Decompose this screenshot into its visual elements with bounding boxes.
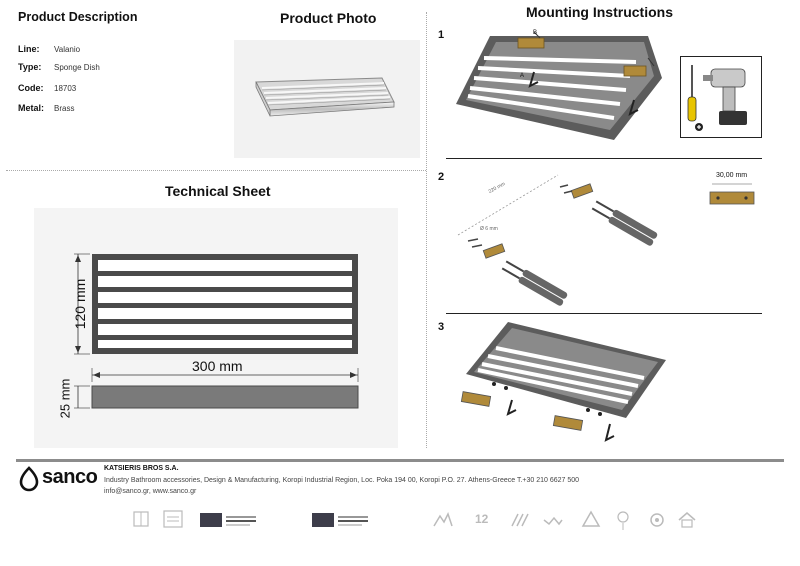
stripes-logo-icon — [511, 513, 529, 527]
spec-line: Line:Valanio — [18, 44, 81, 54]
brand-name: sanco — [42, 466, 98, 488]
svg-text:12: 12 — [475, 512, 489, 526]
swirl-logo-icon — [650, 513, 664, 527]
warranty-12-icon: 12 — [475, 512, 489, 526]
step-number-2: 2 — [438, 171, 445, 183]
sun-award-icon — [617, 511, 629, 530]
quality-badge-icon — [163, 510, 183, 528]
product-photo-heading: Product Photo — [280, 10, 377, 26]
spec-metal: Metal:Brass — [18, 103, 75, 113]
step-3-illustration — [460, 322, 666, 442]
step-2-illustration — [457, 174, 658, 306]
wave-logo-icon — [543, 516, 563, 526]
company-name: KATSIERIS BROS S.A. — [104, 465, 179, 472]
product-photo — [234, 40, 420, 158]
step-number-1: 1 — [438, 29, 445, 41]
company-address: Industry Bathroom accessories, Design & … — [104, 477, 580, 484]
step-1-illustration — [456, 31, 662, 140]
depth-dimension-label: 120 mm — [72, 278, 88, 330]
iso-14001-certificate-icon — [312, 513, 368, 527]
bracket-distance-label: 30,00 mm — [716, 172, 748, 179]
section-divider-vertical — [426, 12, 427, 448]
step-1-part-b-label: B — [533, 30, 538, 36]
iso-9001-certificate-icon — [200, 513, 256, 527]
bracket-detail — [709, 183, 755, 205]
step-divider — [446, 313, 762, 314]
spec-type: Type:Sponge Dish — [18, 62, 100, 72]
section-divider-horizontal — [6, 170, 426, 171]
step-divider — [446, 158, 762, 159]
step-number-3: 3 — [438, 321, 445, 333]
footer-divider — [16, 459, 784, 462]
tools-box — [680, 56, 762, 138]
company-contact[interactable]: info@sanco.gr, www.sanco.gr — [104, 488, 197, 495]
screwdriver-drill-icon — [687, 65, 747, 131]
recycle-icon — [581, 510, 601, 527]
house-logo-icon — [678, 512, 696, 528]
step-1-part-a-label: A — [520, 73, 525, 79]
height-dimension-label: 25 mm — [57, 378, 73, 419]
product-description-heading: Product Description — [18, 10, 138, 24]
width-dimension-label: 300 mm — [192, 358, 243, 374]
hotels-certification-icon — [133, 511, 149, 527]
mounting-instructions-heading: Mounting Instructions — [526, 4, 673, 20]
technical-sheet-heading: Technical Sheet — [165, 183, 271, 199]
spec-code: Code:18703 — [18, 83, 77, 93]
drill-diameter-label: Ø 6 mm — [480, 226, 498, 232]
technical-drawing: 120 mm 300 mm 25 mm — [34, 208, 398, 448]
sanco-logo-icon — [19, 466, 39, 492]
mountain-logo-icon — [433, 512, 453, 527]
sponge-dish-photo — [255, 77, 395, 117]
technical-drawing-svg — [74, 253, 359, 409]
